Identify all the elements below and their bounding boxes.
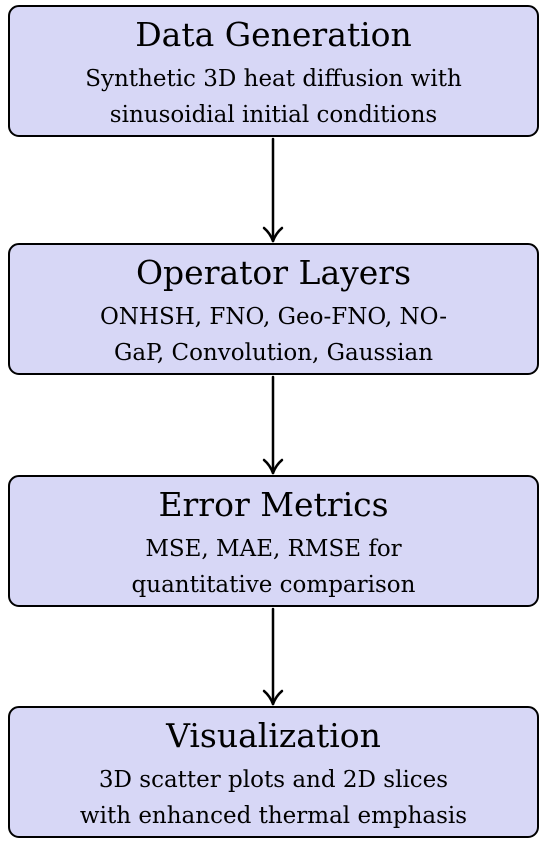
step-description-line: with enhanced thermal emphasis	[79, 803, 468, 829]
step-title: Visualization	[166, 716, 381, 755]
step-title: Operator Layers	[135, 253, 412, 292]
step-description: MSE, MAE, RMSE for quantitative comparis…	[10, 531, 537, 603]
step-title: Error Metrics	[158, 485, 389, 524]
step-description-line: ONHSH, FNO, Geo-FNO, NO-	[99, 304, 448, 330]
step-box-operator-layers: Operator Layers ONHSH, FNO, Geo-FNO, NO-…	[8, 243, 539, 375]
step-description-line: quantitative comparison	[131, 572, 416, 598]
step-description-line: GaP, Convolution, Gaussian	[113, 340, 434, 366]
step-description-line: Synthetic 3D heat diffusion with	[85, 66, 462, 92]
arrow-1-to-2	[262, 137, 284, 243]
step-box-data-generation: Data Generation Synthetic 3D heat diffus…	[8, 5, 539, 137]
step-title: Data Generation	[135, 15, 412, 54]
step-description: Synthetic 3D heat diffusion with sinusoi…	[10, 61, 537, 133]
step-description-line: MSE, MAE, RMSE for	[145, 536, 402, 562]
step-description-line: sinusoidial initial conditions	[109, 102, 438, 128]
step-box-visualization: Visualization 3D scatter plots and 2D sl…	[8, 706, 539, 838]
arrow-3-to-4	[262, 607, 284, 706]
step-description-line: 3D scatter plots and 2D slices	[98, 767, 449, 793]
step-description: ONHSH, FNO, Geo-FNO, NO- GaP, Convolutio…	[10, 299, 537, 371]
step-description: 3D scatter plots and 2D slices with enha…	[10, 762, 537, 834]
arrow-2-to-3	[262, 375, 284, 475]
step-box-error-metrics: Error Metrics MSE, MAE, RMSE for quantit…	[8, 475, 539, 607]
